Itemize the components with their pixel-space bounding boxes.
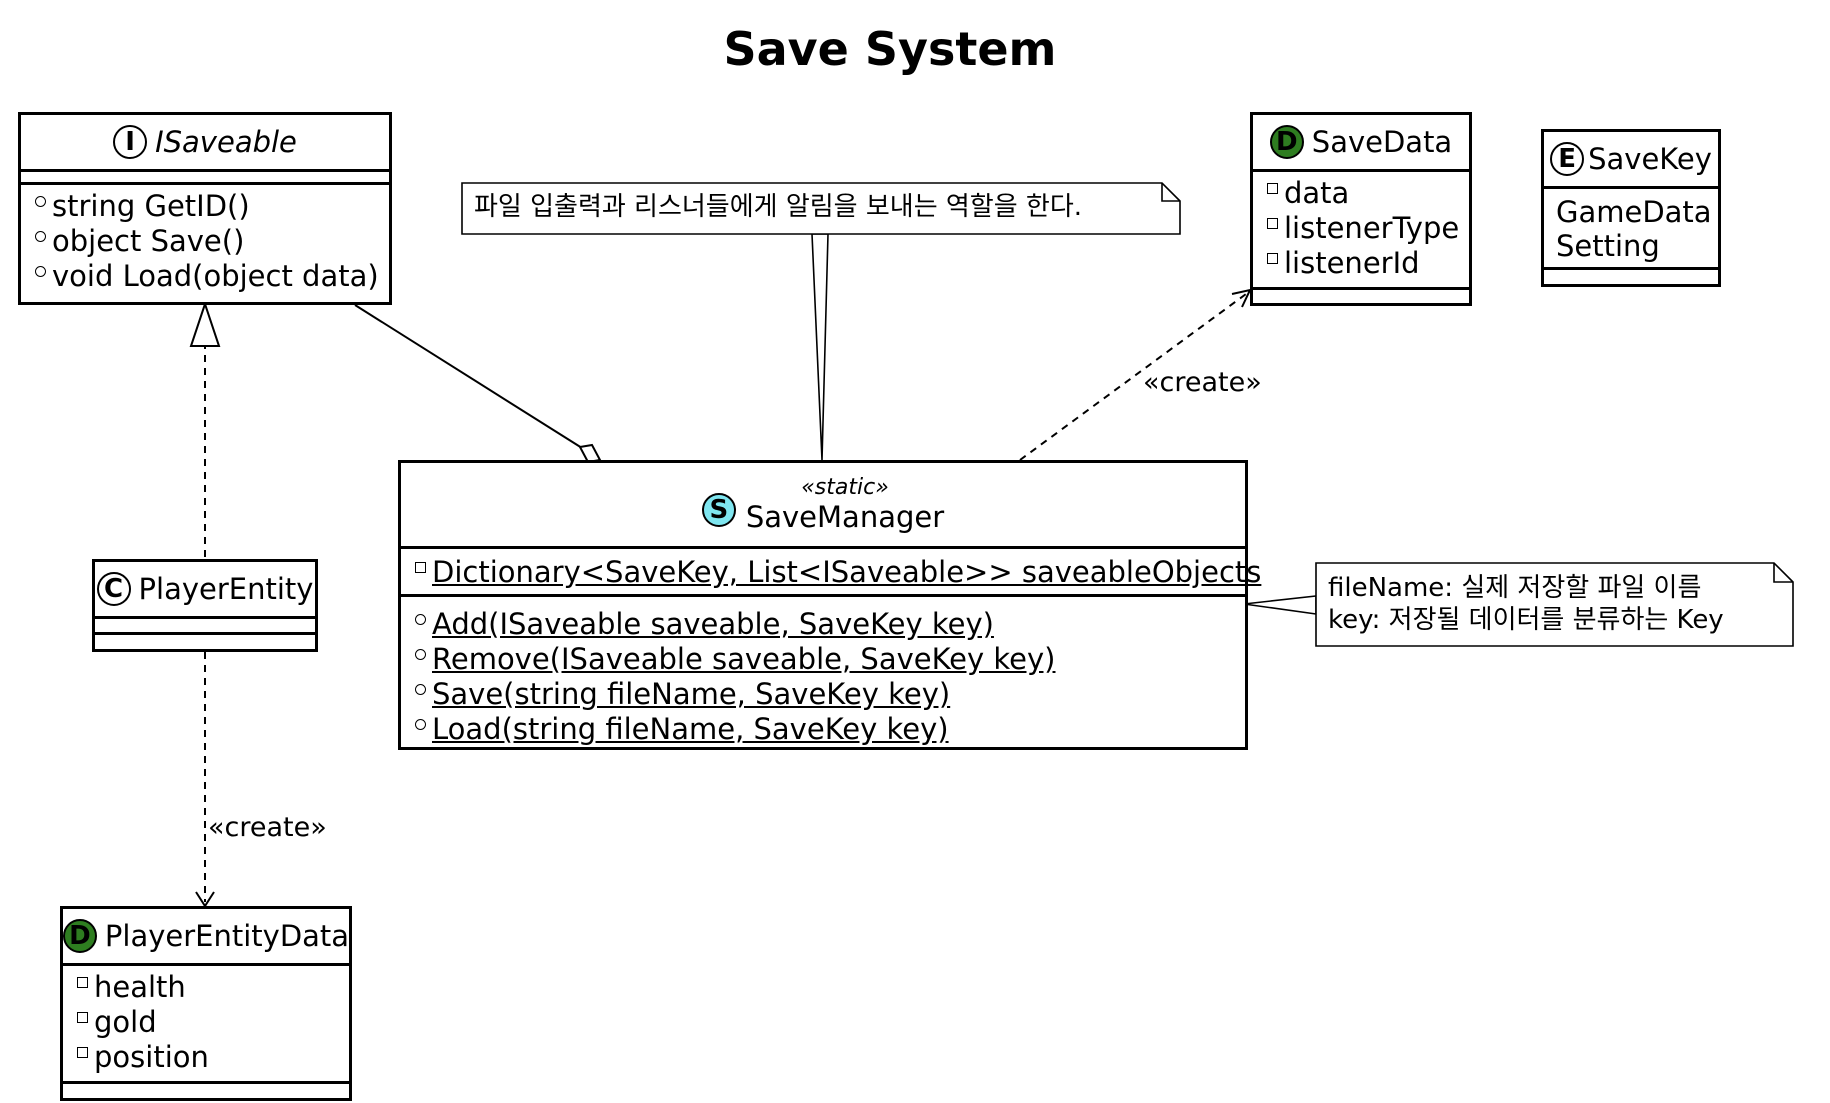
field-row: data [1253,176,1469,211]
create-label-playerdata: «create» [208,812,327,843]
method-row: Remove(ISaveable saveable, SaveKey key) [401,642,1245,677]
private-marker-icon [77,977,88,988]
field-row: gold [63,1005,349,1040]
save-data-fields: data listenerType listenerId [1253,172,1469,290]
interface-badge-icon: I [113,125,148,159]
method-row: Add(ISaveable saveable, SaveKey key) [401,607,1245,642]
field-row: listenerType [1253,211,1469,246]
player-entity-header: C PlayerEntity [95,562,315,619]
public-marker-icon [35,266,46,277]
private-marker-icon [77,1012,88,1023]
class-isaveable[interactable]: I ISaveable string GetID() object Save()… [18,112,392,305]
class-save-data[interactable]: D SaveData data listenerType listenerId [1250,112,1472,306]
private-marker-icon [1267,183,1278,194]
static-badge-icon: S [701,492,736,527]
save-data-name: SaveData [1311,125,1453,159]
data-badge-icon: D [62,919,97,953]
note-right: fileName: 실제 저장할 파일 이름 key: 저장될 데이터를 분류하… [1328,572,1724,636]
note-top-body [461,182,1181,235]
class-save-manager[interactable]: S «static» SaveManager Dictionary<SaveKe… [398,460,1261,753]
field-row: health [63,970,349,1005]
field-row: Dictionary<SaveKey, List<ISaveable>> sav… [401,555,1261,590]
isaveable-methods: string GetID() object Save() void Load(o… [21,185,389,300]
save-manager-title-row: S «static» SaveManager [701,474,945,534]
data-badge-icon: D [1269,125,1304,159]
method-row: object Save() [21,224,389,259]
player-entity-fields-section [95,619,315,635]
public-marker-icon [415,719,426,730]
note-right-fold [1773,563,1793,583]
save-manager-fields: Dictionary<SaveKey, List<ISaveable>> sav… [401,549,1261,597]
save-key-header: E SaveKey [1544,132,1718,189]
public-marker-icon [415,649,426,660]
field-row: position [63,1040,349,1075]
public-marker-icon [415,684,426,695]
method-row: string GetID() [21,189,389,224]
enum-save-key[interactable]: E SaveKey GameData Setting [1541,129,1721,287]
player-entity-name: PlayerEntity [138,572,314,606]
method-row: void Load(object data) [21,259,389,294]
note-right-line: key: 저장될 데이터를 분류하는 Key [1328,605,1724,635]
create-label-savedata: «create» [1143,367,1262,398]
save-key-name: SaveKey [1588,142,1712,176]
note-top: 파일 입출력과 리스너들에게 알림을 보내는 역할을 한다. [474,191,1082,223]
player-entity-data-header: D PlayerEntityData [62,909,350,966]
enum-value: GameData [1556,195,1712,229]
save-manager-methods: Add(ISaveable saveable, SaveKey key) Rem… [401,597,1245,753]
aggregation-line [354,304,583,449]
class-badge-icon: C [96,572,131,606]
method-row: Load(string fileName, SaveKey key) [401,712,1245,747]
private-marker-icon [415,562,426,573]
private-marker-icon [1267,218,1278,229]
note-right-pointer [1243,595,1317,615]
public-marker-icon [415,614,426,625]
isaveable-fields-section [21,172,389,185]
class-player-entity-data[interactable]: D PlayerEntityData health gold position [60,906,352,1101]
realization-arrowhead [189,300,221,347]
isaveable-header: I ISaveable [21,115,389,172]
save-manager-name: SaveManager [745,499,945,534]
isaveable-name: ISaveable [155,125,297,159]
note-top-fold [1161,183,1180,202]
save-manager-stereotype: «static» [801,474,889,500]
player-entity-data-name: PlayerEntityData [104,919,350,953]
note-right-line: fileName: 실제 저장할 파일 이름 [1328,573,1702,603]
save-key-values: GameData Setting [1544,189,1718,270]
note-right-body [1315,562,1794,647]
public-marker-icon [35,196,46,207]
public-marker-icon [35,231,46,242]
save-manager-header: S «static» SaveManager [401,463,1245,549]
enum-value: Setting [1556,229,1660,263]
save-data-header: D SaveData [1253,115,1469,172]
private-marker-icon [1267,253,1278,264]
class-player-entity[interactable]: C PlayerEntity [92,559,318,652]
diagram-title: Save System [723,22,1057,76]
method-row: Save(string fileName, SaveKey key) [401,677,1245,712]
enum-badge-icon: E [1550,142,1585,176]
player-entity-data-fields: health gold position [63,966,349,1084]
private-marker-icon [77,1047,88,1058]
note-top-text: 파일 입출력과 리스너들에게 알림을 보내는 역할을 한다. [474,192,1083,222]
note-top-pointer [811,233,829,461]
field-row: listenerId [1253,246,1469,281]
